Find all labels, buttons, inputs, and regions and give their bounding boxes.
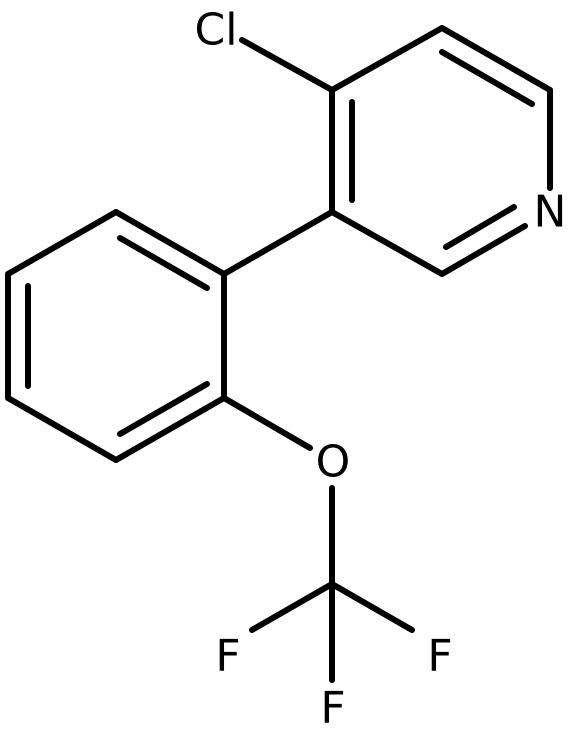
bond-c5-c6prime xyxy=(113,395,227,463)
bond-c4-cl xyxy=(239,37,335,93)
bonds xyxy=(5,25,553,683)
bond-c5-c6 xyxy=(439,25,553,93)
atom-label-fluorine-bottom: F xyxy=(320,683,345,734)
bond-c2-c3prime xyxy=(5,209,119,277)
atom-label-oxygen: O xyxy=(316,437,351,488)
bond-c4-c5 xyxy=(329,25,445,93)
bond-c4-c5prime xyxy=(5,395,119,463)
bond-c3-c1prime xyxy=(221,209,335,277)
atom-label-fluorine-left: F xyxy=(215,631,240,682)
atom-label-nitrogen: N xyxy=(534,187,567,238)
bond-c2-c3 xyxy=(329,209,445,277)
bond-c5-c6-inner xyxy=(439,49,535,107)
bond-c5-c6prime-inner xyxy=(117,381,210,437)
bond-c6-o xyxy=(221,395,313,451)
atom-label-fluorine-right: F xyxy=(427,631,452,682)
bond-c-f-right xyxy=(329,581,415,633)
atom-label-chlorine: Cl xyxy=(195,5,238,56)
bond-n-c2 xyxy=(439,223,528,277)
bond-c-f-left xyxy=(249,581,335,633)
bond-n-c2-inner xyxy=(443,204,517,250)
bond-c1-c2prime-inner xyxy=(117,235,210,291)
bond-c1-c2prime xyxy=(113,209,227,277)
atom-labels: Cl N O F F F xyxy=(195,5,567,734)
